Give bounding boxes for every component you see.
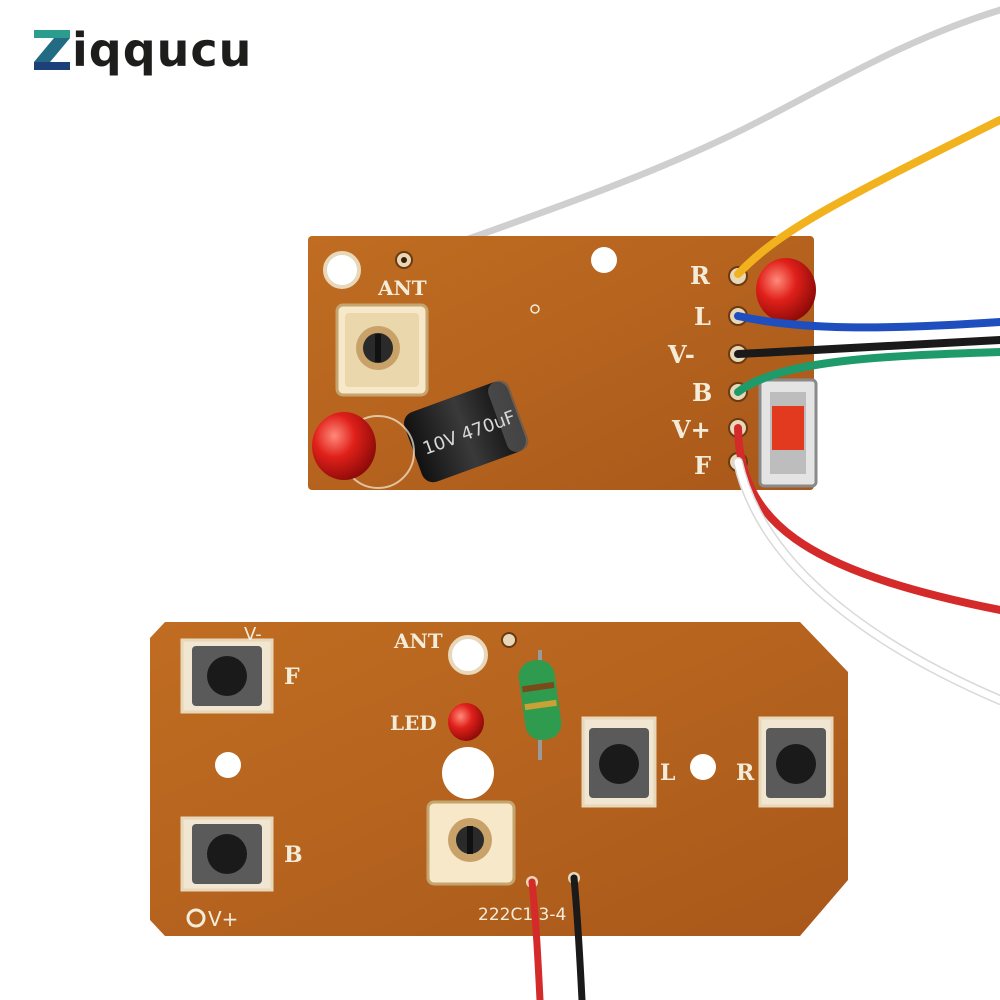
- pin-label-v-plus: V+: [671, 415, 711, 444]
- label-v-minus: V-: [244, 624, 262, 645]
- led-indicator: [312, 412, 415, 489]
- mount-hole: [323, 251, 361, 289]
- led-label: LED: [390, 711, 437, 735]
- mount-hole: [591, 247, 617, 273]
- receiver-pin-labels: R L V- B V+ F: [667, 261, 712, 480]
- transmitter-ant-label: ANT: [393, 629, 443, 653]
- led-indicator: [756, 258, 816, 322]
- label-v-plus: V+: [208, 907, 238, 931]
- label-f: F: [284, 664, 300, 690]
- slide-switch[interactable]: [758, 378, 818, 488]
- part-number: 222C1 3-4: [478, 905, 566, 925]
- label-r: R: [736, 760, 755, 786]
- label-b: B: [284, 842, 303, 868]
- receiver-board: ANT 10V 470uF: [308, 236, 818, 490]
- antenna-wire: [407, 0, 1000, 259]
- pin-label-b: B: [692, 378, 712, 407]
- receiver-wires: [733, 116, 1000, 705]
- led-indicator: [448, 703, 484, 741]
- brand-name: iqqucu: [72, 23, 253, 77]
- trimmer-coil: [335, 303, 429, 397]
- button-l[interactable]: [581, 716, 657, 808]
- label-l: L: [660, 760, 675, 786]
- button-r[interactable]: [758, 716, 834, 808]
- receiver-ant-label: ANT: [377, 276, 427, 300]
- pin-label-v-minus: V-: [667, 340, 695, 369]
- button-f[interactable]: [180, 638, 274, 714]
- power-wires: [526, 872, 586, 1000]
- inductor: [518, 650, 562, 760]
- trimmer-coil: [426, 800, 516, 886]
- pin-label-r: R: [690, 261, 711, 290]
- electrolytic-capacitor: 10V 470uF: [404, 380, 529, 483]
- transmitter-pcb: [150, 622, 848, 936]
- button-b[interactable]: [180, 816, 274, 892]
- transmitter-board: ANT LED F V- B: [150, 622, 848, 936]
- pin-label-f: F: [694, 451, 711, 480]
- brand-logo: iqqucu: [30, 18, 252, 82]
- pin-label-l: L: [694, 302, 711, 331]
- z-logo-icon: [34, 30, 70, 70]
